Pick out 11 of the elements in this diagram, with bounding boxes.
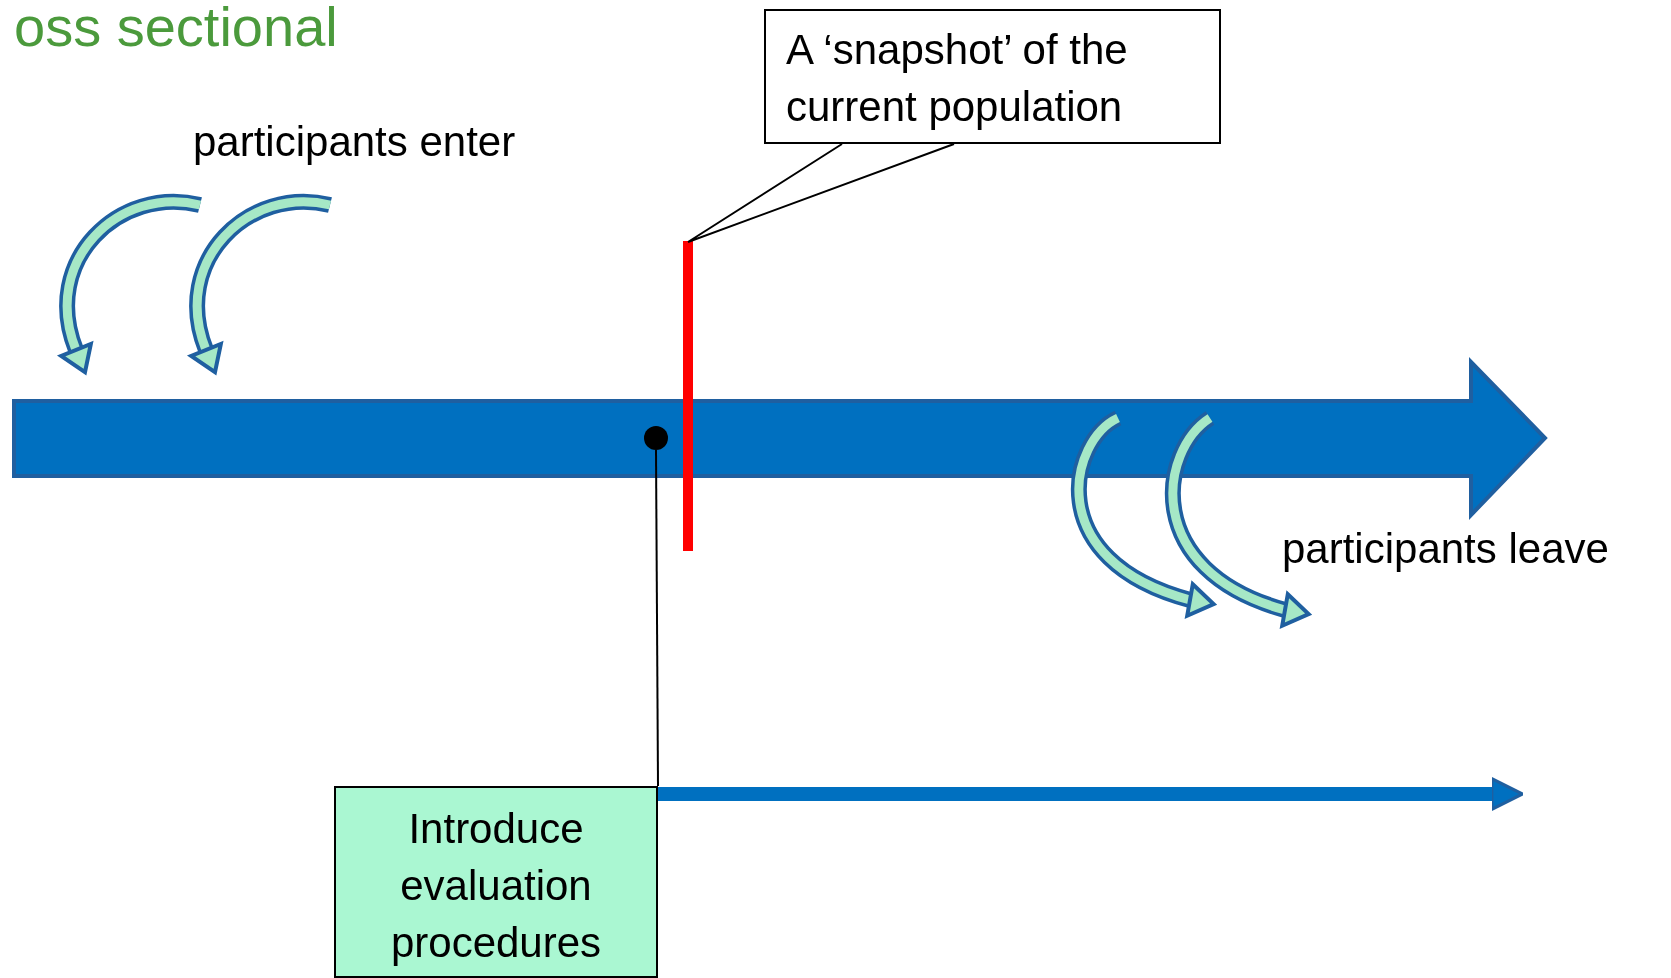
connector-line	[655, 449, 659, 787]
annotation-label: participants leave	[1282, 525, 1609, 573]
node-text: A ‘snapshot’ of the current population	[786, 25, 1129, 132]
node-text: Introduce evaluation procedures	[389, 804, 603, 968]
process-box	[334, 786, 658, 978]
snapshot-marker	[683, 241, 693, 551]
connector-line	[687, 143, 955, 243]
title: oss sectional	[14, 0, 338, 59]
arrow	[658, 777, 1525, 811]
callout-box	[764, 9, 1221, 144]
annotation-label: participants enter	[193, 118, 516, 166]
